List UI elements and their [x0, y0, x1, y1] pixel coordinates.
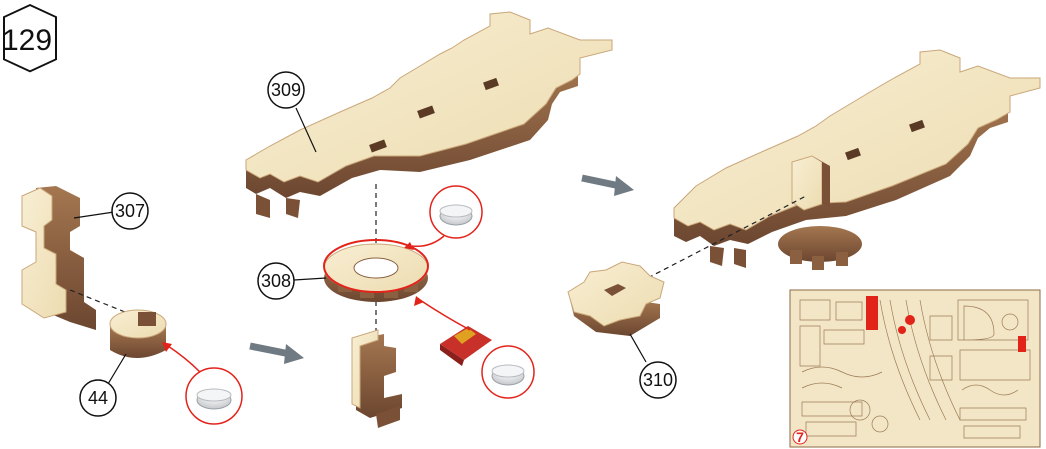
label-308: 308 — [258, 263, 326, 299]
part-309-board — [246, 12, 612, 218]
assembled-result — [674, 50, 1040, 270]
step-number: 129 — [2, 24, 52, 57]
progress-arrow-1 — [250, 344, 304, 364]
label-308-text: 308 — [261, 271, 291, 291]
part-small-bracket — [352, 330, 402, 428]
part-310-plate — [568, 262, 664, 336]
glue-callout-gear-top — [404, 186, 482, 250]
parts-sheet-thumbnail: 7 — [790, 290, 1040, 447]
label-309-text: 309 — [271, 80, 301, 100]
label-44-text: 44 — [88, 388, 108, 408]
label-310-text: 310 — [643, 370, 673, 390]
part-44-cap — [110, 310, 166, 358]
sheet-number: 7 — [796, 429, 804, 445]
label-44: 44 — [80, 354, 126, 416]
label-310: 310 — [630, 334, 676, 398]
progress-arrow-2 — [582, 176, 634, 196]
step-badge: 129 — [2, 5, 56, 71]
part-307-upright — [22, 186, 96, 330]
glue-callout-44 — [162, 342, 242, 424]
sanding-callout — [414, 296, 534, 398]
label-307-text: 307 — [115, 201, 145, 221]
label-307: 307 — [74, 193, 148, 229]
